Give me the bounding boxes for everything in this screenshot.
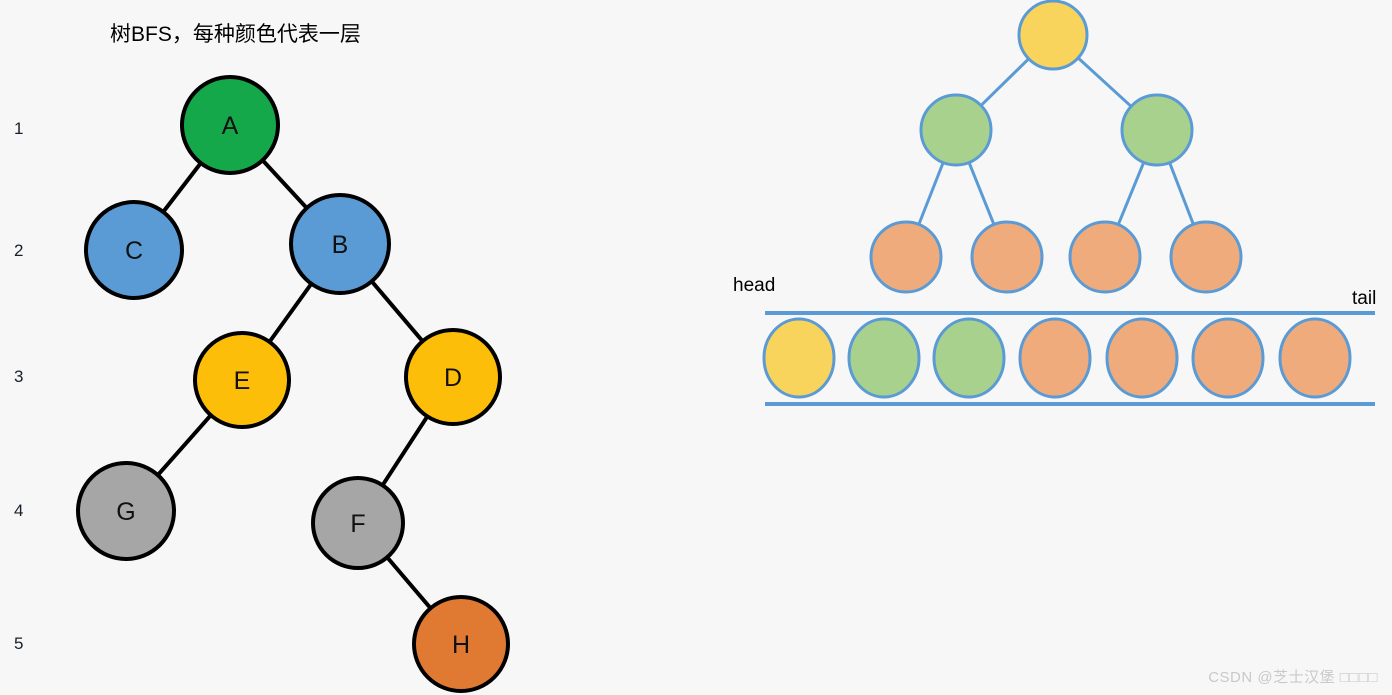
right-tree-node-r1 [1017,0,1089,71]
node-label-F: F [350,510,365,538]
tree-node-F: F [311,476,405,570]
tree-edge-E-G [154,411,215,479]
node-circle-F [311,476,405,570]
queue-items [762,317,1352,399]
tree-edge-A-B [259,156,311,212]
node-label-D: D [444,364,462,392]
level-label-4: 4 [14,501,24,520]
right-tree-node-r5 [970,220,1044,294]
node-circle-D [404,328,502,426]
queue-tail-label: tail [1352,288,1377,309]
right-tree-edge-r1-r3 [1075,55,1134,109]
right-tree-node-r4 [869,220,943,294]
tree-node-G: G [76,461,176,561]
node-circle-A [180,75,280,175]
node-label-G: G [116,498,135,526]
left-tree-nodes: A C B E D G F H [76,75,510,693]
left-tree-edges [154,156,434,612]
right-tree-edge-r3-r6 [1116,159,1146,228]
queue-item-3 [932,317,1006,399]
right-tree-nodes [869,0,1243,294]
queue-item-6 [1191,317,1265,399]
right-tree-edge-r1-r2 [978,56,1031,108]
level-label-3: 3 [14,367,24,386]
node-label-B: B [332,231,349,259]
tree-node-H: H [412,595,510,693]
tree-node-C: C [84,200,184,300]
right-tree-node-r6 [1068,220,1142,294]
tree-edge-D-F [379,412,431,489]
queue-head-label: head [733,275,776,296]
queue-item-1 [762,317,836,399]
page-title: 树BFS，每种颜色代表一层 [110,23,361,46]
level-label-1: 1 [14,119,24,138]
right-tree-edge-r3-r7 [1167,160,1196,227]
node-circle-B [289,193,391,295]
queue-item-7 [1278,317,1352,399]
tree-edge-B-D [368,277,426,345]
node-label-C: C [125,237,143,265]
queue-item-2 [847,317,921,399]
tree-node-D: D [404,328,502,426]
node-circle-C [84,200,184,300]
right-tree-node-r3 [1120,93,1194,167]
tree-edge-A-C [160,159,204,216]
node-label-H: H [452,631,470,659]
right-tree-node-r7 [1169,220,1243,294]
tree-node-B: B [289,193,391,295]
tree-edge-F-H [383,553,434,612]
right-tree-node-r2 [919,93,993,167]
watermark-text: CSDN @芝士汉堡 □□□□ [1208,669,1378,686]
right-tree-edges [916,55,1196,228]
queue-rails [765,311,1375,406]
tree-node-A: A [180,75,280,175]
node-label-E: E [234,367,251,395]
queue-item-5 [1105,317,1179,399]
tree-node-E: E [193,331,291,429]
node-label-A: A [222,112,239,140]
right-tree-edge-r2-r5 [967,160,996,227]
right-tree-edge-r2-r4 [916,160,946,227]
level-label-2: 2 [14,241,24,260]
level-label-5: 5 [14,634,24,653]
queue-item-4 [1018,317,1092,399]
tree-edge-B-E [266,280,315,346]
node-circle-H [412,595,510,693]
node-circle-E [193,331,291,429]
node-circle-G [76,461,176,561]
